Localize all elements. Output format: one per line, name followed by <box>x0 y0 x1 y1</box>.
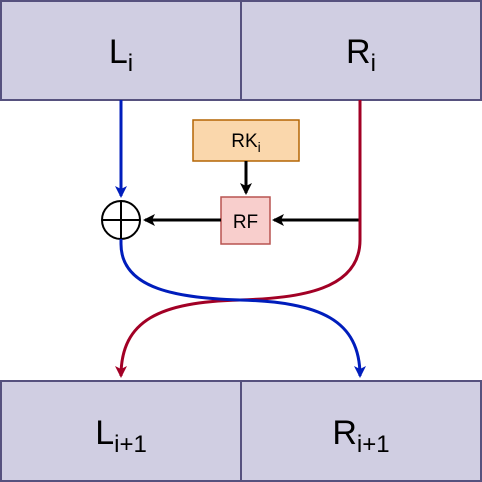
left-crossover-arrow <box>119 239 366 378</box>
top-left-label: L <box>109 33 128 71</box>
bottom-left-label: L <box>95 414 114 452</box>
bottom-left-block: Li+1 <box>0 380 242 482</box>
svg-text:Ri+1: Ri+1 <box>332 414 389 458</box>
round-key-box: RKi <box>192 119 300 162</box>
round-key-subscript: i <box>258 139 261 155</box>
top-left-block: Li <box>0 0 242 101</box>
round-function-label: RF <box>233 212 258 233</box>
top-right-label: R <box>346 33 371 71</box>
top-right-block: Ri <box>240 0 482 101</box>
bottom-right-block: Ri+1 <box>240 380 482 482</box>
svg-text:Li: Li <box>109 33 133 77</box>
bottom-left-subscript: i+1 <box>114 431 147 458</box>
top-left-subscript: i <box>128 50 133 77</box>
svg-text:Li+1: Li+1 <box>95 414 147 458</box>
top-right-subscript: i <box>371 50 376 77</box>
bottom-right-label: R <box>332 414 357 452</box>
xor-icon <box>101 200 141 240</box>
round-key-label: RK <box>231 131 258 152</box>
svg-text:Ri: Ri <box>346 33 376 77</box>
round-function-box: RF <box>220 196 271 245</box>
bottom-right-subscript: i+1 <box>357 431 390 458</box>
svg-text:RKi: RKi <box>231 131 261 155</box>
